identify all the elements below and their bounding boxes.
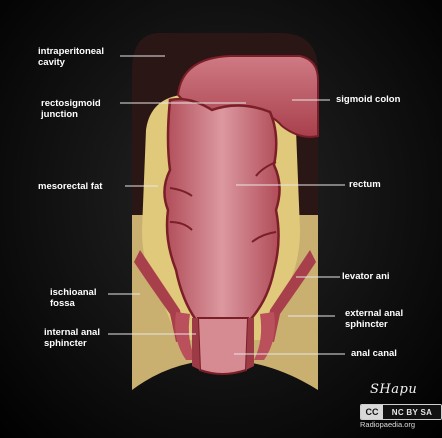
levator-ani-left [134,250,186,342]
author-signature: SHapu [370,382,418,397]
rectal-fold-4 [251,231,277,243]
internal-sphincter-left [192,318,200,370]
label-internal-anal-sphincter: internal anal sphincter [44,327,100,349]
rectal-fold-2 [255,161,277,177]
levator-ani-right [264,250,316,342]
external-sphincter-left [175,312,196,360]
external-sphincter-right [254,312,275,360]
label-intraperitoneal-cavity: intraperitoneal cavity [38,46,104,68]
rectal-fold-1 [169,187,193,197]
label-anal-canal: anal canal [351,348,397,359]
leader-lines [108,55,345,355]
internal-sphincter-right [246,318,254,370]
cc-icon: CC [361,405,383,419]
label-rectosigmoid-junction: rectosigmoid junction [41,98,101,120]
cc-license-badge: CC NC BY SA [360,404,442,420]
label-sigmoid-colon: sigmoid colon [336,94,401,105]
label-levator-ani: levator ani [342,271,390,282]
label-ischioanal-fossa: ischioanal fossa [50,287,97,309]
site-credit: Radiopaedia.org [360,420,416,429]
label-mesorectal-fat: mesorectal fat [38,181,103,192]
label-rectum: rectum [349,179,381,190]
rectal-fold-3 [169,221,193,231]
license-text: NC BY SA [383,405,441,419]
label-external-anal-sphincter: external anal sphincter [345,308,404,330]
anal-canal [196,317,250,375]
rectum-tube [163,97,281,322]
